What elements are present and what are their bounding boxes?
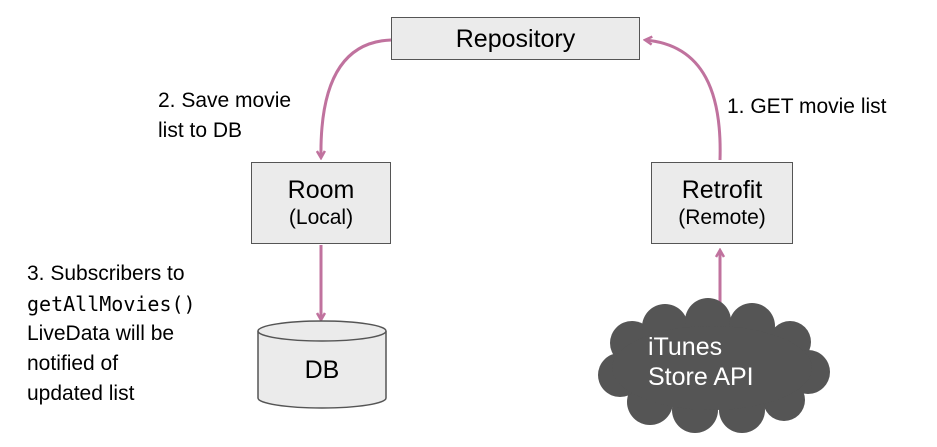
save-annotation-line1: 2. Save movie [158, 89, 292, 112]
subscribers-annotation-line1: 3. Subscribers to [27, 262, 185, 285]
save-annotation-line2: list to DB [158, 119, 243, 142]
cloud-label: iTunes Store API [648, 332, 754, 392]
save-annotation: 2. Save movie list to DB [158, 86, 291, 146]
room-title: Room [287, 176, 355, 204]
cloud-label-line1: iTunes [648, 333, 723, 361]
room-subtitle: (Local) [288, 206, 354, 229]
repository-box: Repository [391, 17, 640, 60]
cloud-shape [598, 298, 830, 433]
subscribers-annotation-method: getAllMovies() [27, 292, 196, 316]
retrofit-subtitle: (Remote) [678, 206, 766, 229]
subscribers-annotation-line3: LiveData will be [27, 322, 175, 345]
database-cylinder [257, 320, 387, 409]
arrow-repository-to-room [321, 38, 392, 158]
retrofit-box: Retrofit (Remote) [651, 162, 793, 244]
repository-title: Repository [455, 24, 576, 53]
database-label: DB [304, 356, 340, 384]
subscribers-annotation: 3. Subscribers to getAllMovies() LiveDat… [27, 259, 196, 409]
room-box: Room (Local) [251, 162, 391, 244]
subscribers-annotation-line4: notified of [27, 352, 119, 375]
subscribers-annotation-line5: updated list [27, 382, 135, 405]
get-annotation: 1. GET movie list [727, 95, 887, 118]
cloud-label-line2: Store API [648, 363, 754, 391]
arrow-retrofit-to-repository [645, 40, 722, 161]
retrofit-title: Retrofit [681, 176, 763, 204]
